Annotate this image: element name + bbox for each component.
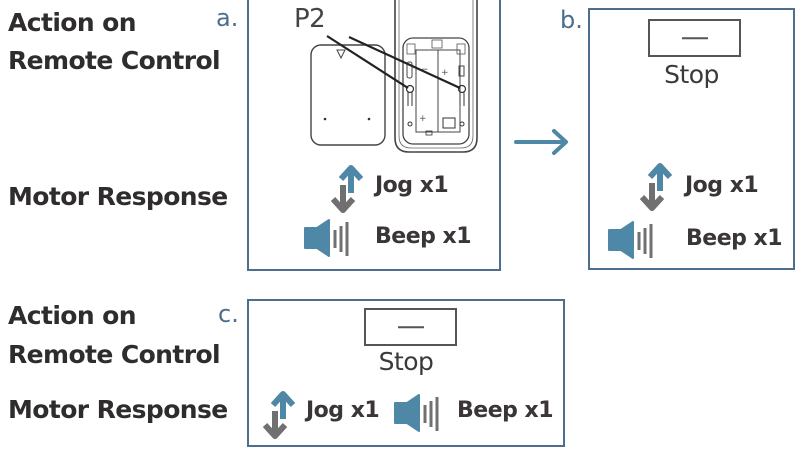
- action-label-line1-c: Action on: [8, 301, 137, 330]
- stop-button-illustration: [648, 19, 741, 57]
- beep-response-a: Beep x1: [375, 224, 472, 249]
- svg-text:+: +: [441, 68, 449, 78]
- action-label-line2: Remote Control: [8, 46, 221, 75]
- stop-button-illustration: [364, 308, 457, 346]
- motor-response-label: Motor Response: [8, 182, 228, 211]
- remote-body: [394, 0, 478, 153]
- jog-response-b: Jog x1: [685, 173, 759, 198]
- callout-line-left: [326, 35, 409, 89]
- callout-line-right: [348, 36, 461, 89]
- beep-response-c: Beep x1: [457, 398, 554, 423]
- jog-response-a: Jog x1: [375, 173, 449, 198]
- stop-label-c: Stop: [378, 347, 434, 376]
- battery-compartment: [402, 37, 470, 145]
- svg-text:+: +: [419, 114, 427, 124]
- stop-label-b: Stop: [664, 60, 719, 89]
- stop-symbol-icon: [681, 37, 708, 39]
- right-arrow-icon: [514, 129, 568, 155]
- action-label-line2-c: Remote Control: [8, 340, 221, 369]
- step-letter-b: b.: [560, 6, 583, 34]
- jog-arrows-icon: [331, 165, 364, 213]
- battery-cover: [310, 44, 386, 146]
- triangle-mark-icon: [336, 49, 346, 60]
- p2-callout-label: P2: [294, 4, 326, 34]
- svg-text:−: −: [421, 65, 429, 75]
- stop-symbol-icon: [397, 326, 424, 328]
- jog-response-c: Jog x1: [306, 398, 380, 423]
- jog-arrows-icon: [263, 391, 296, 439]
- motor-response-label-c: Motor Response: [8, 395, 228, 424]
- step-b-panel: Stop Jog x1 Beep x1: [588, 8, 795, 270]
- beep-response-b: Beep x1: [686, 226, 783, 251]
- step-letter-a: a.: [216, 4, 239, 32]
- action-label-line1: Action on: [8, 8, 137, 37]
- speaker-beep-icon: [608, 221, 653, 259]
- step-letter-c: c.: [218, 300, 239, 328]
- remote-battery-illustration: + + −: [310, 0, 478, 153]
- speaker-beep-icon: [304, 219, 349, 257]
- step-c-panel: Stop Jog x1 Beep x1: [247, 299, 565, 447]
- speaker-beep-icon: [394, 394, 439, 432]
- jog-arrows-icon: [640, 163, 673, 211]
- step-a-panel: P2 + + −: [247, 0, 501, 271]
